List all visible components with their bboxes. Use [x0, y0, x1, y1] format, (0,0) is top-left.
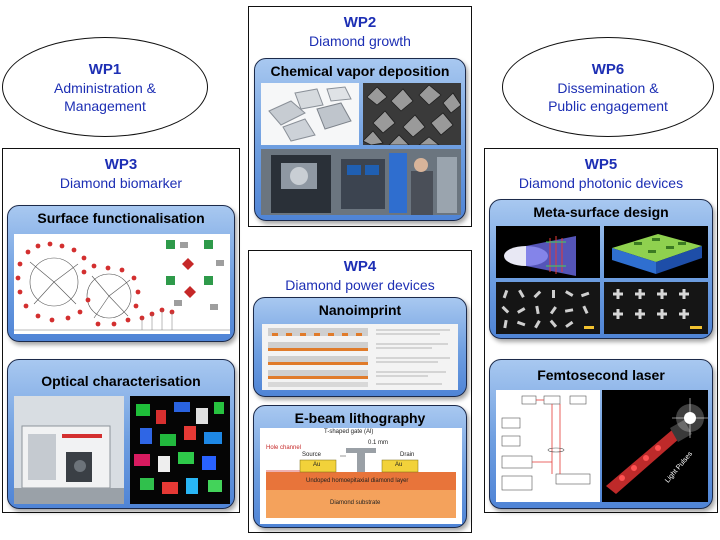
wp1-line2: Management [64, 97, 146, 114]
wp1-line1: Administration & [54, 79, 156, 96]
metasurface-3d-image [604, 226, 708, 278]
surface-functionalisation-title: Surface functionalisation [37, 210, 205, 226]
wp4-subtitle: Diamond power devices [285, 277, 435, 293]
cvd-card: Chemical vapor deposition [254, 58, 466, 221]
diamond-plates-image [261, 83, 359, 145]
wp3-subtitle: Diamond biomarker [59, 175, 183, 191]
optical-characterisation-title: Optical characterisation [41, 373, 201, 389]
wp6-title: WP6 [591, 60, 625, 78]
wp4-panel: WP4 Diamond power devices Nanoimprint [248, 250, 472, 533]
meta-surface-card: Meta-surface design [489, 199, 713, 339]
hole-channel-label: Hole channel [266, 445, 302, 451]
wp1-title: WP1 [88, 60, 122, 78]
femtosecond-laser-card: Femtosecond laser [489, 359, 713, 509]
wp2-panel: WP2 Diamond growth Chemical vapor deposi… [248, 6, 472, 227]
wp2-subtitle: Diamond growth [309, 33, 411, 49]
wp5-panel: WP5 Diamond photonic devices Meta-surfac… [484, 148, 718, 513]
dimension-label: 0.1 mm [368, 440, 389, 446]
beam-metasurface-image [496, 226, 600, 278]
ebeam-lithography-card: E-beam lithography T-shaped gate (Al) 0.… [253, 405, 467, 528]
wp6-line1: Dissemination & [557, 79, 659, 96]
fluorescence-image [130, 396, 230, 504]
nanoimprint-card: Nanoimprint [253, 297, 467, 397]
nanoimprint-title: Nanoimprint [318, 302, 402, 318]
wp3-panel: WP3 Diamond biomarker Surface functional… [2, 148, 240, 513]
transistor-diagram: T-shaped gate (Al) 0.1 mm Hole channel S… [260, 428, 462, 524]
wp5-title: WP5 [584, 156, 618, 173]
diamond-sem-image [363, 83, 461, 145]
gate-label: T-shaped gate (Al) [324, 429, 374, 435]
light-pulses-image: Light Pulses [602, 390, 708, 502]
drain-label: Drain [400, 452, 415, 458]
diamond-substrate-label: Diamond substrate [330, 500, 381, 506]
wp3-title: WP3 [104, 156, 138, 173]
wp6-line2: Public engagement [548, 97, 668, 114]
wp4-title: WP4 [343, 258, 377, 275]
cvd-lab-image [261, 149, 461, 215]
nanoimprint-process-image [262, 324, 458, 390]
optical-characterisation-card: Optical characterisation [7, 359, 235, 509]
wp5-subtitle: Diamond photonic devices [518, 175, 684, 191]
nanorods-sem-image [496, 282, 600, 334]
wp1-ellipse: WP1 Administration & Management [2, 37, 208, 137]
source-label: Source [302, 452, 322, 458]
wp6-ellipse: WP6 Dissemination & Public engagement [502, 37, 714, 137]
femtosecond-laser-title: Femtosecond laser [537, 367, 665, 383]
laser-setup-image [496, 390, 600, 502]
diamond-layer-label: Undoped homoepitaxial diamond layer [306, 478, 409, 484]
surface-functionalisation-card: Surface functionalisation [7, 205, 235, 342]
wp2-title: WP2 [343, 14, 377, 31]
cvd-card-title: Chemical vapor deposition [270, 63, 450, 79]
crosses-sem-image [604, 282, 708, 334]
au-drain-label: Au [395, 462, 403, 468]
spectrometer-image [14, 396, 124, 504]
ebeam-lithography-title: E-beam lithography [294, 410, 426, 426]
dendrimer-image [14, 234, 230, 334]
meta-surface-title: Meta-surface design [533, 204, 669, 220]
au-source-label: Au [313, 462, 321, 468]
